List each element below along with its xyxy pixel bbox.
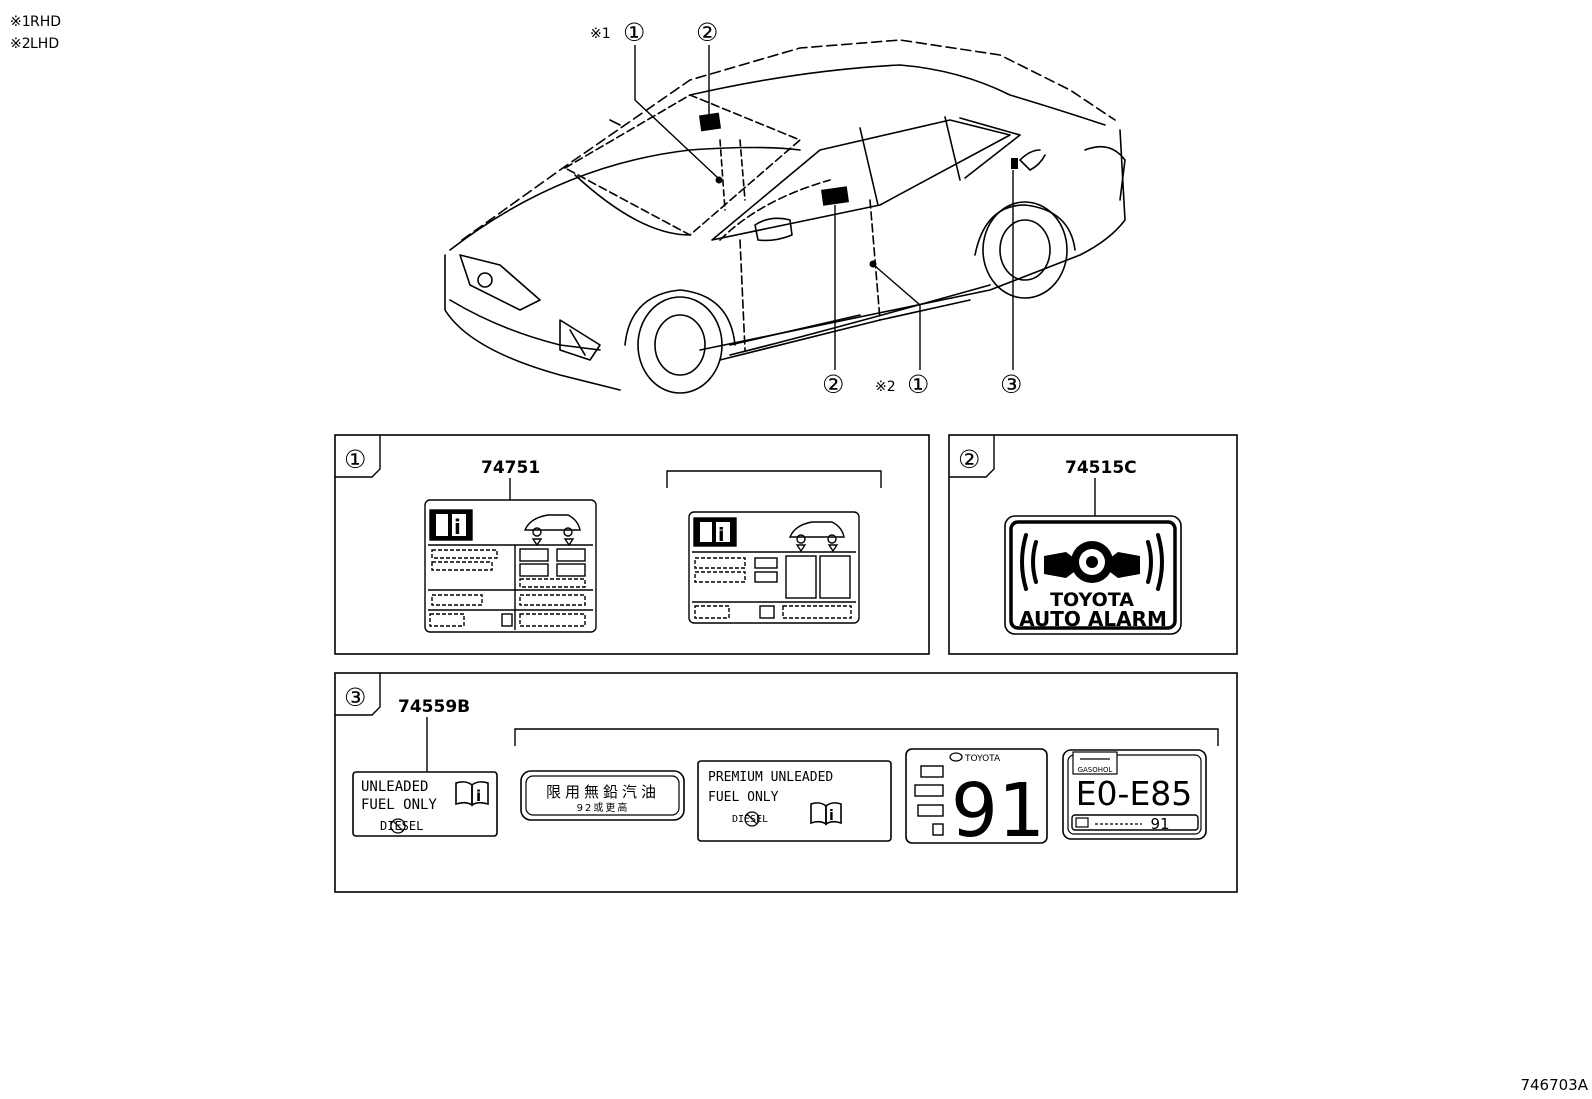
panel-1: ① 74751 i	[334, 434, 930, 655]
sticker-mark-windshield	[698, 112, 722, 132]
fuel-label-a-line1: UNLEADED	[361, 779, 428, 795]
fuel-label-e-octane: 91	[1150, 815, 1169, 833]
svg-text:i: i	[454, 515, 461, 539]
fuel-label-e-tag: GASOHOL	[1078, 766, 1113, 774]
fuel-label-chinese: 限用無鉛汽油 92或更高	[520, 770, 685, 821]
fuel-label-c-crossed: DIESEL	[732, 814, 768, 825]
fuel-label-a-crossed: DIESEL	[380, 819, 423, 833]
panel-1-part-number: 74751	[481, 458, 540, 478]
callout-1-bottom: ①	[907, 370, 929, 399]
svg-text:i: i	[829, 808, 834, 824]
car-illustration	[444, 39, 1126, 394]
note-rhd-mark: ※1	[10, 14, 31, 30]
fuel-label-e-range: E0-E85	[1076, 774, 1193, 813]
tire-placard-a: i	[424, 499, 597, 633]
fuel-label-b-line1: 限用無鉛汽油	[546, 783, 660, 801]
note-lhd-mark: ※2	[10, 36, 31, 52]
panel-2-index: ②	[958, 445, 980, 474]
sticker-mark-window	[821, 186, 849, 206]
alarm-label-line1: TOYOTA	[1050, 589, 1134, 611]
fuel-label-d-brand: TOYOTA	[964, 754, 1001, 764]
callout-1-top-prefix: ※1	[590, 26, 611, 42]
manual-info-icon: i	[455, 781, 489, 807]
auto-alarm-label: TOYOTA AUTO ALARM	[1004, 515, 1182, 635]
panel-3-index: ③	[344, 683, 366, 712]
sticker-mark-fuel-door	[1011, 158, 1018, 169]
fuel-label-ethanol: GASOHOL E0-E85 91	[1062, 749, 1207, 840]
fuel-label-unleaded: UNLEADED FUEL ONLY DIESEL i	[352, 771, 498, 837]
panel-1-index: ①	[344, 445, 366, 474]
fuel-label-b-line2: 92或更高	[577, 801, 630, 814]
fuel-label-c-line1: PREMIUM UNLEADED	[708, 770, 833, 785]
callout-1-top: ①	[623, 18, 645, 47]
svg-text:i: i	[476, 787, 481, 805]
svg-text:i: i	[718, 524, 725, 546]
fuel-label-a-line2: FUEL ONLY	[361, 797, 437, 813]
fuel-label-c-line2: FUEL ONLY	[708, 790, 779, 805]
note-lhd-text: LHD	[30, 36, 59, 52]
callout-1-bottom-prefix: ※2	[875, 379, 896, 395]
note-rhd-text: RHD	[30, 14, 61, 30]
panel-3-part-number: 74559B	[398, 697, 470, 717]
figure-id: 746703A	[1520, 1076, 1588, 1094]
panel-2-part-number: 74515C	[1065, 458, 1137, 478]
callout-2-bottom: ②	[822, 370, 844, 399]
callout-3-bottom: ③	[1000, 370, 1022, 399]
panel-2: ② 74515C TOYOTA AUTO ALARM	[948, 434, 1238, 655]
manual-info-icon: i	[810, 802, 842, 826]
panel-3: ③ 74559B UNLEADED FUEL ONLY DIESEL i 限用無…	[334, 672, 1238, 893]
toyota-logo-icon	[949, 752, 963, 762]
callout-2-top: ②	[696, 18, 718, 47]
tire-placard-b: i	[688, 511, 860, 624]
alarm-label-line2: AUTO ALARM	[1019, 607, 1167, 631]
fuel-label-premium: PREMIUM UNLEADED FUEL ONLY DIESEL i	[697, 760, 892, 842]
fuel-label-octane-91: TOYOTA 91	[905, 748, 1048, 854]
fuel-label-d-octane: 91	[951, 768, 1045, 854]
alarm-key-icon	[1044, 541, 1140, 583]
sticker-mark-door	[869, 260, 877, 268]
